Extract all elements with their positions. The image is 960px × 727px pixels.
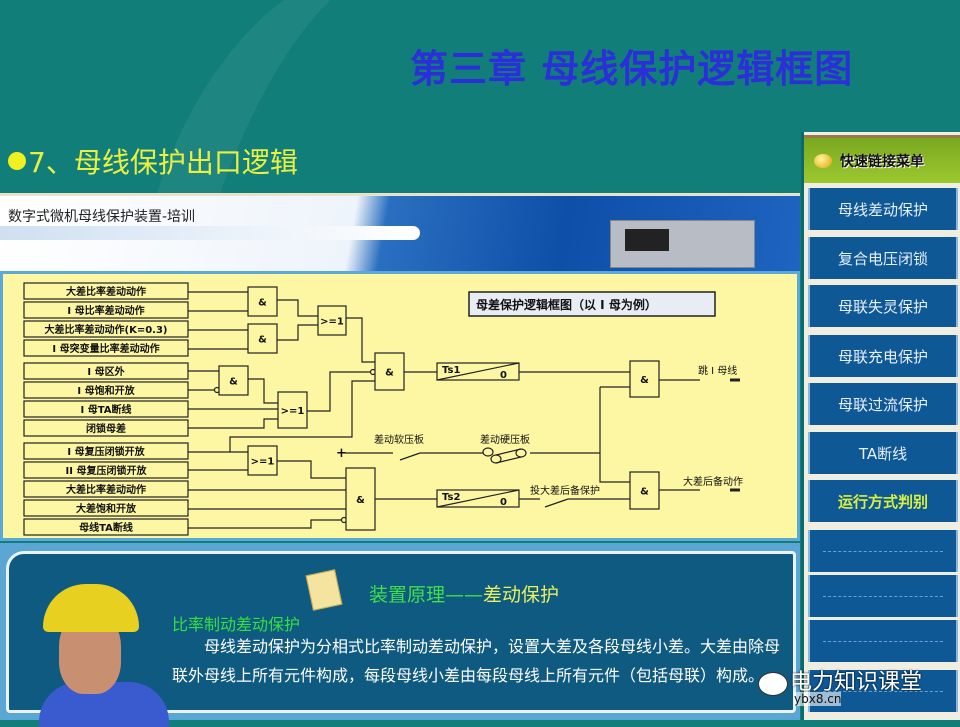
- input-label: 母线TA断线: [79, 521, 133, 534]
- sidebar-item[interactable]: 运行方式判别: [808, 480, 958, 522]
- input-label: I 母比率差动动作: [67, 304, 144, 317]
- explanation-subheading: 比率制动差动保护: [172, 615, 301, 634]
- input-signal: II 母复压闭锁开放: [23, 461, 189, 479]
- input-label: I 母复压闭锁开放: [67, 445, 145, 458]
- and-gate: &: [218, 365, 249, 396]
- input-signal: I 母比率差动动作: [23, 301, 189, 319]
- sidebar-item-empty: [808, 620, 958, 662]
- input-label: 大差比率差动动作: [66, 285, 146, 298]
- gate-label: &: [258, 335, 267, 346]
- gate-label: >=1: [281, 406, 305, 417]
- explanation-heading: 装置原理——差动保护: [369, 580, 559, 607]
- device-image: [610, 220, 755, 268]
- and-gate: &: [629, 360, 660, 398]
- heading-part-a: 装置原理——: [369, 584, 484, 606]
- input-label: 大差比率差动动作: [66, 483, 146, 496]
- wechat-icon: [758, 672, 788, 696]
- output-trip-bus1: 跳 I 母线: [698, 364, 737, 377]
- sidebar-item[interactable]: 复合电压闭锁: [808, 237, 958, 279]
- gate-label: &: [385, 368, 394, 379]
- and-gate: &: [374, 352, 405, 391]
- or-gate: >=1: [317, 305, 347, 336]
- watermark-text: 电力知识课堂: [790, 670, 923, 695]
- input-label: 闭锁母差: [86, 422, 126, 435]
- ts1-label: Ts1: [442, 365, 460, 376]
- soft-plate-label: 差动软压板: [374, 433, 424, 446]
- document-icon: [305, 569, 343, 611]
- dashed-divider: [823, 550, 943, 552]
- section-title-text: 7、母线保护出口逻辑: [28, 146, 298, 179]
- watermark: 电力知识课堂 ybx8.cn: [758, 664, 958, 714]
- input-signal: I 母区外: [23, 362, 189, 380]
- input-signal: 大差比率差动动作(K=0.3): [23, 320, 189, 338]
- gate-label: &: [640, 375, 649, 386]
- sidebar-item-empty: [808, 530, 958, 572]
- ts2-zero: 0: [500, 497, 507, 508]
- dashed-divider: [823, 690, 943, 692]
- section-title: 7、母线保护出口逻辑: [8, 141, 298, 181]
- sidebar-item[interactable]: TA断线: [808, 432, 958, 474]
- dashed-divider: [823, 595, 943, 597]
- plus-sign: +: [336, 446, 347, 461]
- explanation-paragraph: 母线差动保护为分相式比率制动差动保护，设置大差及各段母线小差。大差由除母联外母线…: [172, 637, 781, 685]
- explanation-panel: 装置原理——差动保护 比率制动差动保护 母线差动保护为分相式比率制动差动保护，设…: [6, 551, 796, 727]
- and-gate: &: [247, 286, 278, 317]
- bullet-icon: [8, 152, 26, 170]
- input-label: II 母复压闭锁开放: [66, 464, 148, 477]
- backup-switch-label: 投大差后备保护: [530, 484, 600, 497]
- input-label: I 母区外: [87, 365, 124, 378]
- input-label: 大差比率差动动作(K=0.3): [45, 323, 168, 336]
- and-gate: &: [247, 323, 278, 354]
- worker-avatar: [29, 574, 169, 727]
- sidebar-item[interactable]: 母联失灵保护: [808, 285, 958, 327]
- sidebar-header: 快速链接菜单: [804, 135, 960, 183]
- device-screen: [625, 229, 669, 251]
- gate-label: &: [356, 495, 365, 506]
- gate-label: &: [640, 487, 649, 498]
- diagram-title: 母差保护逻辑框图（以 I 母为例）: [476, 297, 657, 312]
- input-label: I 母突变量比率差动动作: [52, 342, 159, 355]
- banner-text: 数字式微机母线保护装置-培训: [8, 209, 196, 225]
- gate-label: &: [229, 377, 238, 388]
- sidebar-header-text: 快速链接菜单: [840, 153, 924, 170]
- ts1-zero: 0: [500, 370, 507, 381]
- gate-label: >=1: [320, 317, 344, 328]
- input-signal: I 母饱和开放: [23, 381, 189, 399]
- and-gate: &: [629, 471, 660, 510]
- input-label: I 母TA断线: [81, 403, 132, 416]
- input-label: I 母饱和开放: [77, 384, 135, 397]
- sidebar-item[interactable]: 母联充电保护: [808, 335, 958, 377]
- gate-label: >=1: [251, 457, 275, 468]
- gate-label: &: [258, 298, 267, 309]
- heading-part-b: 差动保护: [483, 584, 560, 606]
- input-signal: I 母TA断线: [23, 400, 189, 418]
- input-signal: 闭锁母差: [23, 419, 189, 437]
- input-label: 大差饱和开放: [76, 502, 137, 515]
- watermark-url: ybx8.cn: [794, 692, 842, 706]
- explanation-area: 装置原理——差动保护 比率制动差动保护 母线差动保护为分相式比率制动差动保护，设…: [0, 543, 800, 727]
- banner-stripe: [0, 226, 420, 240]
- or-gate: >=1: [277, 391, 308, 429]
- input-signal: I 母突变量比率差动动作: [23, 339, 189, 357]
- hard-plate-label: 差动硬压板: [480, 433, 530, 446]
- input-signal: I 母复压闭锁开放: [23, 442, 189, 460]
- ts2-label: Ts2: [442, 492, 460, 503]
- input-signal: 大差饱和开放: [23, 499, 189, 517]
- sidebar-item[interactable]: 母线差动保护: [808, 188, 958, 230]
- output-backup-action: 大差后备动作: [683, 475, 743, 488]
- quick-link-sidebar: 快速链接菜单 母线差动保护复合电压闭锁母联失灵保护母联充电保护母联过流保护 TA断…: [801, 132, 960, 720]
- bullet-ball-icon: [814, 153, 832, 168]
- helmet-icon: [43, 584, 139, 632]
- input-signal: 大差比率差动动作: [23, 480, 189, 498]
- input-signal: 母线TA断线: [23, 518, 189, 536]
- or-gate: >=1: [247, 445, 278, 476]
- and-gate: &: [345, 467, 376, 531]
- sidebar-item-empty: [808, 575, 958, 617]
- dashed-divider: [823, 640, 943, 642]
- logic-diagram: 大差比率差动动作 I 母比率差动动作大差比率差动动作(K=0.3) I 母突变量比率…: [0, 271, 800, 541]
- input-signal: 大差比率差动动作: [23, 282, 189, 300]
- sidebar-item[interactable]: 母联过流保护: [808, 383, 958, 425]
- page-title: 第三章 母线保护逻辑框图: [410, 47, 854, 91]
